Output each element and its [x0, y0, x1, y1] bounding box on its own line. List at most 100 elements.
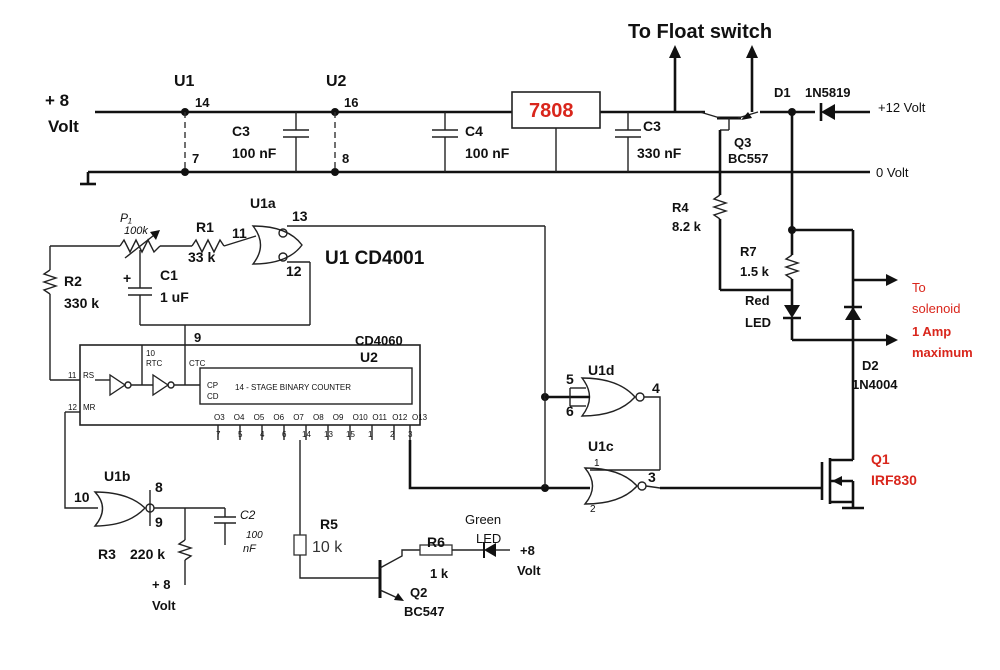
solenoid-name: solenoid [912, 301, 960, 316]
r5-value: 10 k [312, 539, 343, 556]
float-switch-arrows [669, 45, 758, 112]
green-led-supply-v: +8 [520, 543, 535, 558]
c3a-value: 100 nF [232, 145, 277, 161]
c1-label: C1 [160, 267, 178, 283]
u2-name: U2 [360, 349, 378, 365]
c2-value-b: nF [243, 543, 257, 555]
potentiometer-p1 [50, 230, 257, 259]
cd4060-output-o11: O11 [372, 413, 387, 422]
r6-value: 1 k [430, 566, 449, 581]
transistor-q3 [699, 111, 759, 195]
u2-pin16: 16 [344, 95, 358, 110]
q3-type: BC557 [728, 151, 768, 166]
mosfet-q1 [660, 458, 864, 510]
q1-type: IRF830 [871, 472, 917, 488]
q2-type: BC547 [404, 604, 444, 619]
cd4060-output-o12: O12 [392, 413, 408, 422]
u2-label: U2 [326, 73, 347, 90]
c1-value: 1 uF [160, 289, 189, 305]
solenoid-driver [783, 112, 898, 460]
u1a-pin13: 13 [292, 208, 308, 224]
cd4060-output-o7: O7 [293, 413, 304, 422]
capacitor-c4 [432, 112, 458, 172]
u1d-pin6: 6 [566, 403, 574, 419]
u1c-pin2: 2 [590, 504, 596, 515]
u1a-pin12: 12 [286, 263, 302, 279]
u1b-pin10: 10 [74, 489, 90, 505]
cd4060-output-o3: O3 [214, 413, 225, 422]
q2-label: Q2 [410, 585, 427, 600]
r2-value: 330 k [64, 295, 99, 311]
r3-value: 220 k [130, 546, 165, 562]
d1-label: D1 [774, 85, 791, 100]
diode-d1 [819, 103, 835, 121]
c3b-value: 330 nF [637, 145, 682, 161]
c2-value-a: 100 [246, 530, 263, 541]
r7-value: 1.5 k [740, 264, 770, 279]
u1-pin7: 7 [192, 151, 199, 166]
rail-junctions [181, 108, 796, 492]
capacitor-c3a [283, 112, 309, 172]
cd4060-pin-number: 3 [408, 430, 413, 439]
u1c-pin1: 1 [594, 458, 600, 469]
cd4060-output-o9: O9 [333, 413, 344, 422]
regulator-label: 7808 [529, 100, 574, 122]
u1d-pin4: 4 [652, 380, 660, 396]
u2-pin9: 9 [194, 330, 201, 345]
u1b-supply-v: + 8 [152, 577, 170, 592]
u2-pin12: 12 [68, 403, 77, 412]
u2-rs: RS [83, 371, 94, 380]
r7-label: R7 [740, 244, 757, 259]
rail-8v-label: + 8 [45, 91, 69, 110]
cd4060-pin-number: 14 [302, 430, 311, 439]
u1b-supply-volt: Volt [152, 598, 176, 613]
cd4060-pin-number: 2 [390, 430, 395, 439]
c1-plus: + [123, 270, 131, 286]
u1-pin14: 14 [195, 95, 210, 110]
d2-label: D2 [862, 358, 879, 373]
cd4060-pin-number: 4 [260, 430, 265, 439]
u2-cp: CP [207, 381, 218, 390]
r4-value: 8.2 k [672, 219, 702, 234]
rail-12v-label: +12 Volt [878, 100, 926, 115]
u1a-label: U1a [250, 195, 276, 211]
cd4060-pin-number: 1 [368, 430, 373, 439]
cd4060-output-o10: O10 [353, 413, 369, 422]
rail-0v-label: 0 Volt [876, 165, 909, 180]
u2-mr: MR [83, 403, 96, 412]
float-switch-label: To Float switch [628, 21, 772, 43]
u1-label: U1 [174, 73, 195, 90]
c2-label: C2 [240, 508, 256, 522]
gate-u1d [545, 377, 661, 470]
q1-label: Q1 [871, 451, 890, 467]
gate-u1a [251, 225, 545, 325]
u1a-pin11: 11 [232, 225, 247, 241]
cd4060-output-o6: O6 [273, 413, 284, 422]
d1-type: 1N5819 [805, 85, 851, 100]
u1b-pin9: 9 [155, 514, 163, 530]
solenoid-max: maximum [912, 345, 973, 360]
p1-value: 100k [124, 225, 148, 237]
solenoid-amp: 1 Amp [912, 324, 951, 339]
gate-u1b [64, 412, 236, 580]
c4-label: C4 [465, 123, 483, 139]
u2-pin10: 10 [146, 349, 155, 358]
u2-ctc: CTC [189, 359, 206, 368]
r5-label: R5 [320, 516, 338, 532]
cd4060-pin-number: 15 [346, 430, 355, 439]
green-led-label-b: LED [476, 531, 501, 546]
u1c-pin3: 3 [648, 469, 656, 485]
q3-label: Q3 [734, 135, 751, 150]
capacitor-c3b [615, 112, 641, 172]
c3a-label: C3 [232, 123, 250, 139]
u1b-pin8: 8 [155, 479, 163, 495]
u2-pin8: 8 [342, 151, 349, 166]
u2-cd: CD [207, 392, 219, 401]
r3-label: R3 [98, 546, 116, 562]
green-led-label-a: Green [465, 512, 501, 527]
cd4060-output-o4: O4 [234, 413, 245, 422]
r6-label: R6 [427, 534, 445, 550]
o13-wire [408, 440, 590, 490]
